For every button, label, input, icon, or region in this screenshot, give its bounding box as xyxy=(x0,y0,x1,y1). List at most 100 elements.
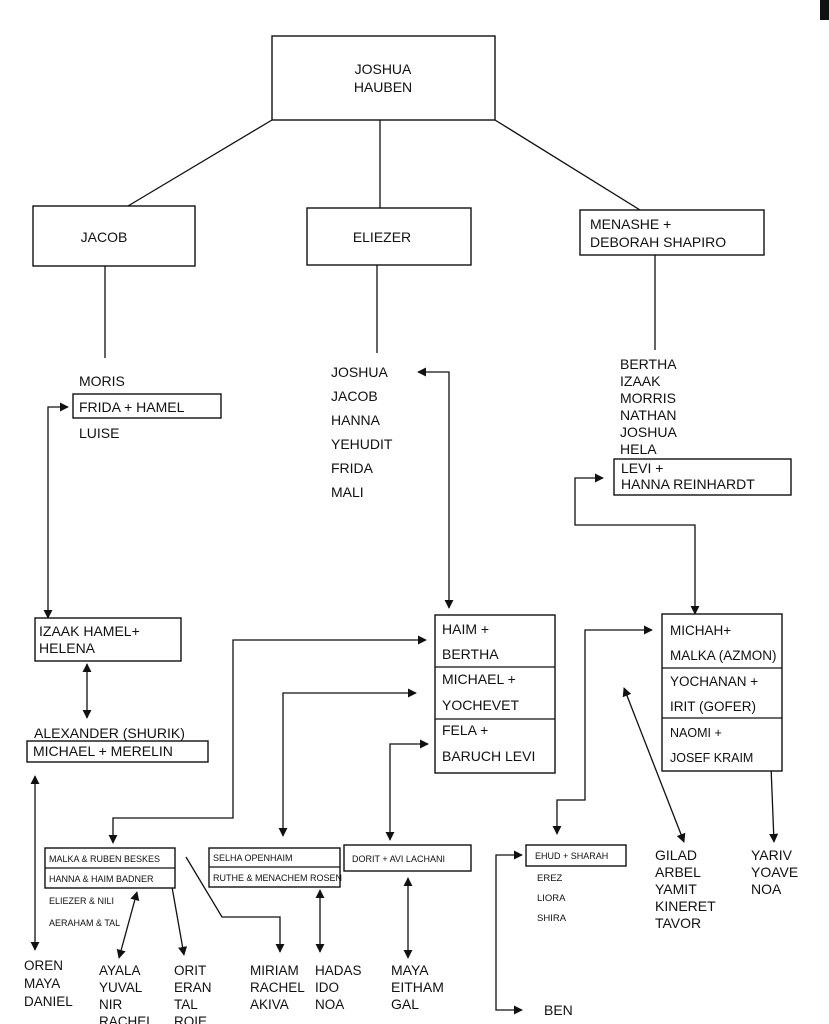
malka-node: MALKA & RUBEN BESKES HANNA & HAIM BADNER… xyxy=(44,847,176,928)
yariv-name: YOAVE xyxy=(751,864,798,880)
michah-line: NAOMI + xyxy=(670,726,722,740)
ehud-child: LIORA xyxy=(537,893,566,904)
haim-line: HAIM + xyxy=(442,621,489,637)
haim-line: MICHAEL + xyxy=(442,671,516,687)
oren-column: OREN MAYA DANIEL xyxy=(24,958,73,1009)
orit-name: TAL xyxy=(174,997,198,1012)
malka-line: MALKA & RUBEN BESKES xyxy=(49,854,160,864)
eliezer-child: HANNA xyxy=(331,412,381,428)
alexander-node: ALEXANDER (SHURIK) MICHAEL + MERELIN xyxy=(26,725,209,763)
arrow-michah-ehud xyxy=(552,625,653,835)
yariv-name: YARIV xyxy=(751,847,793,863)
eliezer-child: MALI xyxy=(331,484,364,500)
yariv-name: NOA xyxy=(751,881,782,897)
gilad-name: KINERET xyxy=(655,898,716,914)
gilad-name: ARBEL xyxy=(655,864,701,880)
haim-line: BARUCH LEVI xyxy=(442,748,535,764)
michael-merelin-box xyxy=(26,740,209,763)
menashe-node: MENASHE + DEBORAH SHAPIRO xyxy=(579,209,765,256)
izaak-line1: IZAAK HAMEL+ xyxy=(39,623,140,639)
oren-name: OREN xyxy=(24,958,63,973)
miriam-name: RACHEL xyxy=(250,980,305,995)
miriam-name: MIRIAM xyxy=(250,963,299,978)
arrow-michael-selha xyxy=(278,688,417,837)
jacob-name: JACOB xyxy=(81,229,128,245)
ayala-name: NIR xyxy=(99,997,123,1012)
haim-node: HAIM + BERTHA MICHAEL + YOCHEVET FELA + … xyxy=(434,614,556,774)
menashe-line2: DEBORAH SHAPIRO xyxy=(590,234,726,250)
arrow-haim-malka xyxy=(108,635,427,844)
oren-name: DANIEL xyxy=(24,994,73,1009)
michael-merelin: MICHAEL + MERELIN xyxy=(33,743,173,759)
maya-name: MAYA xyxy=(391,962,429,978)
root-name-line2: HAUBEN xyxy=(354,79,412,95)
jacob-node: JACOB xyxy=(32,205,196,267)
eliezer-node: ELIEZER xyxy=(306,207,472,266)
orit-name: ORIT xyxy=(174,963,206,978)
hadas-name: HADAS xyxy=(315,963,362,978)
menashe-box xyxy=(579,209,765,256)
hadas-name: NOA xyxy=(315,997,344,1012)
levi-line2: HANNA REINHARDT xyxy=(621,476,755,492)
ayala-name: AYALA xyxy=(99,963,141,978)
eliezer-child: JOSHUA xyxy=(331,364,388,380)
orit-name: ERAN xyxy=(174,980,212,995)
arrow-selha-miriam xyxy=(185,856,285,953)
frida-box xyxy=(72,393,222,419)
yariv-column: YARIV YOAVE NOA xyxy=(751,847,798,897)
malka-extra: AERAHAM & TAL xyxy=(49,918,120,928)
jacob-children: MORIS FRIDA + HAMEL LUISE xyxy=(72,373,222,441)
root-box xyxy=(271,35,496,121)
ben-column: BEN xyxy=(544,1002,573,1018)
michah-line: YOCHANAN + xyxy=(670,674,758,689)
eliezer-child: FRIDA xyxy=(331,460,374,476)
root-node: JOSHUA HAUBEN xyxy=(271,35,496,121)
orit-column: ORIT ERAN TAL ROIE xyxy=(174,963,212,1024)
root-name-line1: JOSHUA xyxy=(355,61,412,77)
maya-name: GAL xyxy=(391,996,419,1012)
hadas-column: HADAS IDO NOA xyxy=(315,963,362,1012)
miriam-column: MIRIAM RACHEL AKIVA xyxy=(250,963,305,1012)
edge-root-menashe xyxy=(494,119,641,211)
arrow-joshua-haim xyxy=(417,367,454,609)
menashe-child: NATHAN xyxy=(620,407,677,423)
izaak-node: IZAAK HAMEL+ HELENA xyxy=(34,617,182,662)
dorit-name: DORIT + AVI LACHANI xyxy=(352,854,445,864)
ehud-child: EREZ xyxy=(537,873,563,884)
ayala-name: RACHEL xyxy=(99,1014,154,1024)
connectors xyxy=(30,119,779,1015)
malka-line: HANNA & HAIM BADNER xyxy=(49,874,154,884)
maya-name: EITHAM xyxy=(391,979,444,995)
ehud-node: EHUD + SHARAH EREZ LIORA SHIRA xyxy=(525,844,627,924)
dorit-box xyxy=(343,844,472,872)
haim-line: YOCHEVET xyxy=(442,697,519,713)
arrow-yochanan-gilad xyxy=(622,687,686,843)
eliezer-box xyxy=(306,207,472,266)
eliezer-name: ELIEZER xyxy=(353,229,411,245)
child-frida: FRIDA + HAMEL xyxy=(79,399,185,415)
arrow-levi-michah xyxy=(574,473,700,615)
levi-line1: LEVI + xyxy=(621,460,663,476)
alexander-name: ALEXANDER (SHURIK) xyxy=(34,725,185,741)
menashe-child: IZAAK xyxy=(620,373,661,389)
menashe-child: JOSHUA xyxy=(620,424,677,440)
menashe-child: HELA xyxy=(620,441,657,457)
arrow-ehud-ben xyxy=(495,850,523,1015)
menashe-child: MORRIS xyxy=(620,390,676,406)
ehud-child: SHIRA xyxy=(537,913,567,924)
haim-box xyxy=(434,614,556,774)
ayala-column: AYALA YUVAL NIR RACHEL xyxy=(99,963,154,1024)
ayala-name: YUVAL xyxy=(99,980,143,995)
levi-box xyxy=(613,458,792,496)
ben-name: BEN xyxy=(544,1002,573,1018)
gilad-name: TAVOR xyxy=(655,915,701,931)
miriam-name: AKIVA xyxy=(250,997,289,1012)
michah-line: IRIT (GOFER) xyxy=(670,699,756,714)
selha-line: SELHA OPENHAIM xyxy=(213,853,293,863)
selha-node: SELHA OPENHAIM RUTHE & MENACHEM ROSEN xyxy=(208,847,342,888)
michah-box xyxy=(661,613,783,772)
ehud-name: EHUD + SHARAH xyxy=(535,851,608,861)
michah-line: MICHAH+ xyxy=(670,623,731,638)
menashe-line1: MENASHE + xyxy=(590,216,671,232)
